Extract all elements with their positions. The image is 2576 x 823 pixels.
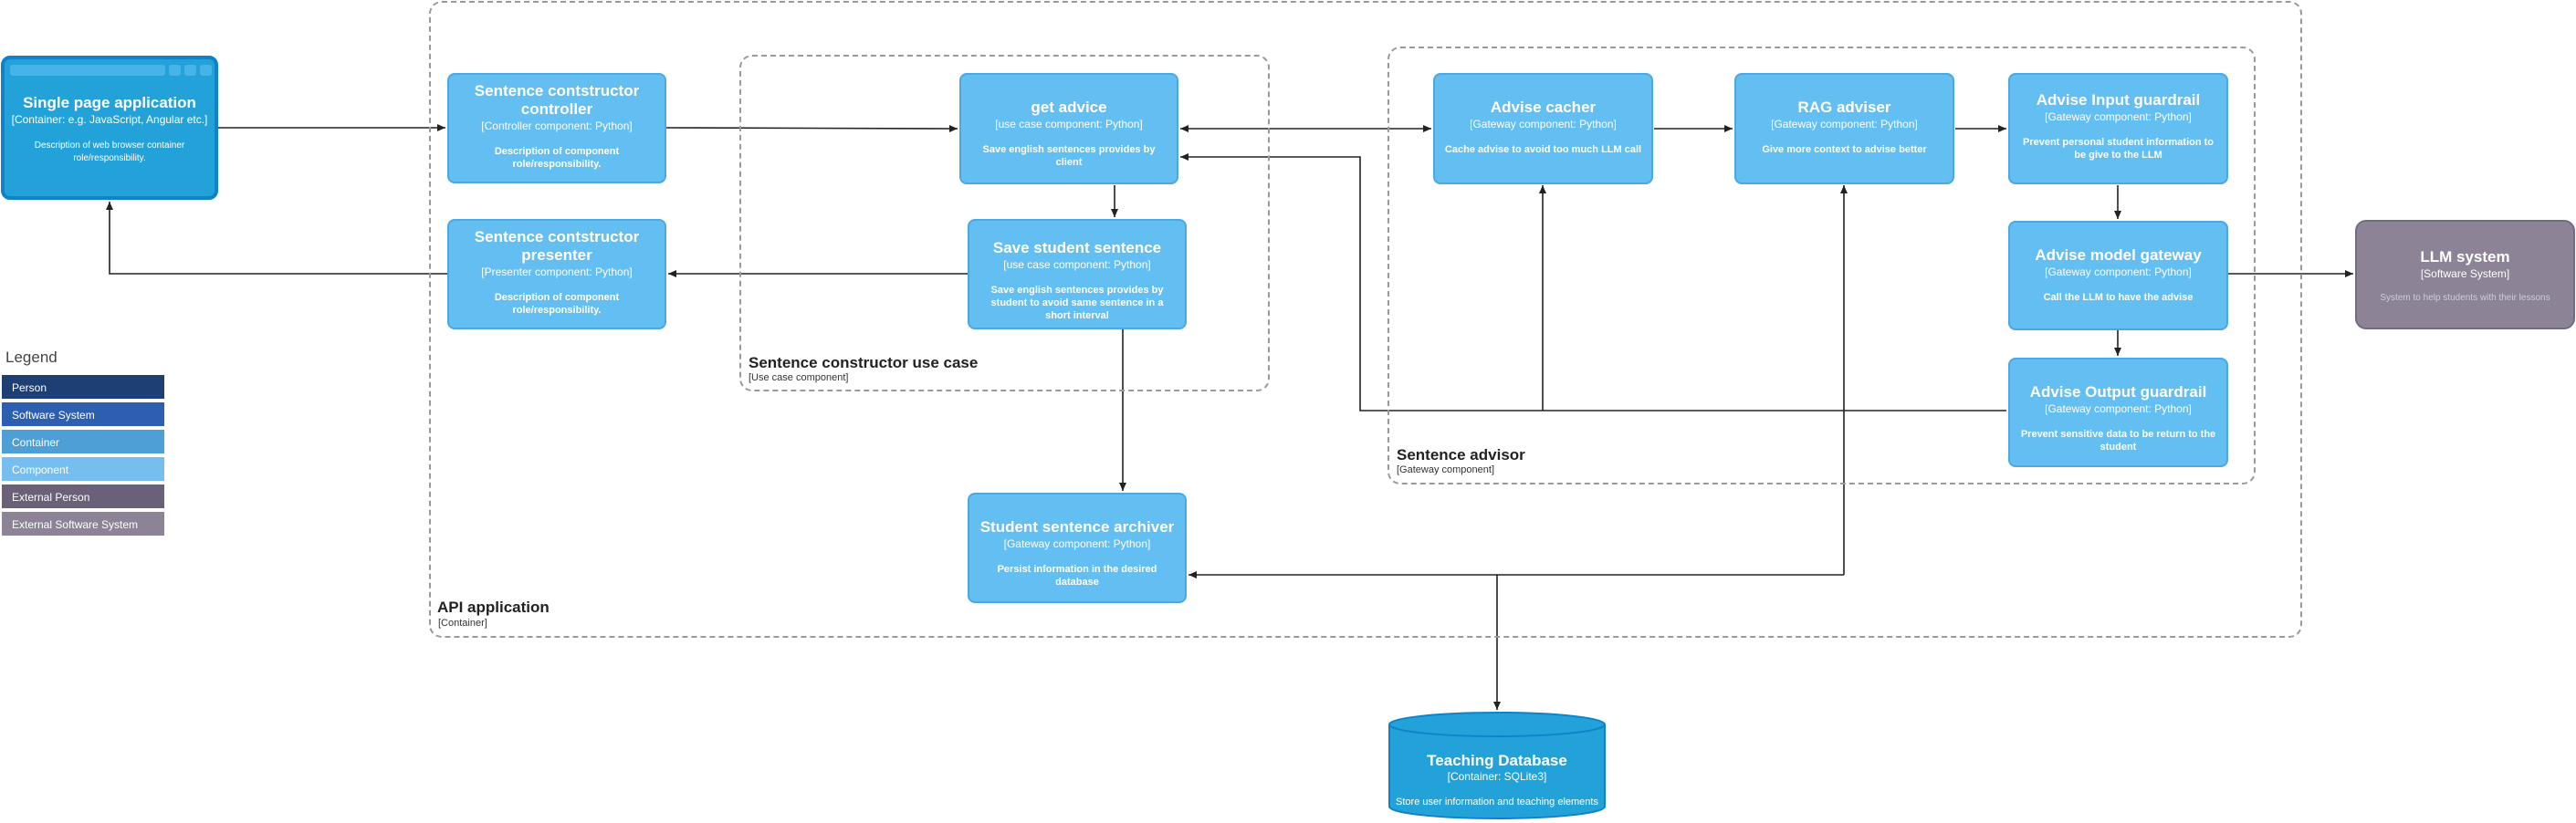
component-subtitle: [Presenter component: Python] xyxy=(481,266,633,278)
component-title: Sentence contstructor presenter xyxy=(474,228,640,264)
api-application-sub: [Container] xyxy=(438,618,487,629)
spa-subtitle: [Container: e.g. JavaScript, Angular etc… xyxy=(11,113,208,126)
llm-title: LLM system xyxy=(2420,248,2510,266)
legend-item-label: External Software System xyxy=(12,518,139,531)
api-application-boundary xyxy=(429,1,2302,638)
cacher-component[interactable]: Advise cacher [Gateway component: Python… xyxy=(1433,73,1653,184)
advisor-label: Sentence advisor xyxy=(1397,446,1525,464)
component-description: Save english sentences provides by stude… xyxy=(990,285,1164,321)
browser-button xyxy=(184,65,196,76)
component-title: Advise Input guardrail xyxy=(2036,91,2201,109)
llm-subtitle: [Software System] xyxy=(2420,267,2510,280)
spa-description: Description of web browser container rol… xyxy=(34,141,185,163)
advisor-sub: [Gateway component] xyxy=(1397,464,1495,475)
component-subtitle: [Gateway component: Python] xyxy=(1470,118,1617,130)
browser-button xyxy=(169,65,181,76)
browser-address-bar xyxy=(10,65,165,76)
component-subtitle: [Gateway component: Python] xyxy=(2045,402,2192,415)
component-description: Prevent personal student information to … xyxy=(2022,137,2215,161)
component-title: Save student sentence xyxy=(992,239,1162,256)
legend-item-label: Person xyxy=(12,381,47,394)
legend-item-label: External Person xyxy=(12,491,90,504)
component-description: Description of component role/responsibi… xyxy=(494,292,620,316)
legend-item-label: Container xyxy=(12,436,60,449)
rag-adviser-component[interactable]: RAG adviser [Gateway component: Python] … xyxy=(1734,73,1954,184)
component-description: Prevent sensitive data to be return to t… xyxy=(2020,429,2216,453)
component-description: Persist information in the desired datab… xyxy=(997,564,1157,588)
advisor-boundary xyxy=(1387,47,2256,484)
archiver-component[interactable]: Student sentence archiver [Gateway compo… xyxy=(968,493,1187,603)
presenter-component[interactable]: Sentence contstructor presenter [Present… xyxy=(447,219,666,329)
component-subtitle: [use case component: Python] xyxy=(1003,258,1151,271)
component-subtitle: [Gateway component: Python] xyxy=(1771,118,1918,130)
llm-description: System to help students with their lesso… xyxy=(2380,293,2550,303)
component-description: Cache advise to avoid too much LLM call xyxy=(1444,144,1642,155)
llm-system[interactable]: LLM system [Software System] System to h… xyxy=(2355,220,2575,329)
legend-item-component: Component xyxy=(1,456,165,482)
database-cylinder-icon xyxy=(1388,712,1606,819)
legend-item-label: Software System xyxy=(12,409,95,422)
database-title: Teaching Database xyxy=(1427,752,1567,769)
controller-component[interactable]: Sentence contstructor controller [Contro… xyxy=(447,73,666,183)
component-description: Call the LLM to have the advise xyxy=(2043,292,2194,303)
usecase-label: Sentence constructor use case xyxy=(749,354,979,371)
component-subtitle: [Gateway component: Python] xyxy=(1003,537,1151,550)
teaching-database[interactable]: Teaching Database [Container: SQLite3] S… xyxy=(1387,712,1607,821)
component-title: Advise Output guardrail xyxy=(2029,383,2207,401)
component-subtitle: [Gateway component: Python] xyxy=(2045,110,2192,123)
component-title: Advise cacher xyxy=(1490,99,1597,116)
legend-item-software-system: Software System xyxy=(1,401,165,427)
legend-item-container: Container xyxy=(1,429,165,454)
browser-button xyxy=(200,65,212,76)
component-subtitle: [use case component: Python] xyxy=(995,118,1143,130)
component-subtitle: [Controller component: Python] xyxy=(481,120,633,132)
component-description: Save english sentences provides by clien… xyxy=(982,144,1156,168)
legend-item-label: Component xyxy=(12,464,69,476)
component-title: Advise model gateway xyxy=(2035,246,2202,264)
component-title: RAG adviser xyxy=(1797,99,1891,116)
input-guardrail-component[interactable]: Advise Input guardrail [Gateway componen… xyxy=(2008,73,2228,184)
legend-item-external-person: External Person xyxy=(1,484,165,509)
database-description: Store user information and teaching elem… xyxy=(1396,797,1598,807)
output-guardrail-component[interactable]: Advise Output guardrail [Gateway compone… xyxy=(2008,358,2228,467)
database-subtitle: [Container: SQLite3] xyxy=(1447,770,1547,783)
single-page-application[interactable]: Single page application [Container: e.g.… xyxy=(1,56,218,200)
model-gateway-component[interactable]: Advise model gateway [Gateway component:… xyxy=(2008,221,2228,330)
usecase-boundary xyxy=(739,55,1270,391)
component-title: Student sentence archiver xyxy=(979,518,1175,536)
save-sentence-component[interactable]: Save student sentence [use case componen… xyxy=(968,219,1187,329)
legend-title: Legend xyxy=(5,349,58,366)
get-advice-component[interactable]: get advice [use case component: Python] … xyxy=(959,73,1178,184)
spa-title: Single page application xyxy=(23,94,196,111)
legend-item-person: Person xyxy=(1,374,165,400)
arrow-presenter-to-spa xyxy=(106,202,447,275)
component-subtitle: [Gateway component: Python] xyxy=(2045,266,2192,278)
component-title: get advice xyxy=(1031,99,1107,116)
component-description: Description of component role/responsibi… xyxy=(494,146,620,170)
component-description: Give more context to advise better xyxy=(1762,144,1927,155)
component-title: Sentence contstructor controller xyxy=(474,82,640,118)
api-application-label: API application xyxy=(437,599,550,616)
usecase-sub: [Use case component] xyxy=(749,372,849,383)
legend-item-external-software-system: External Software System xyxy=(1,511,165,537)
